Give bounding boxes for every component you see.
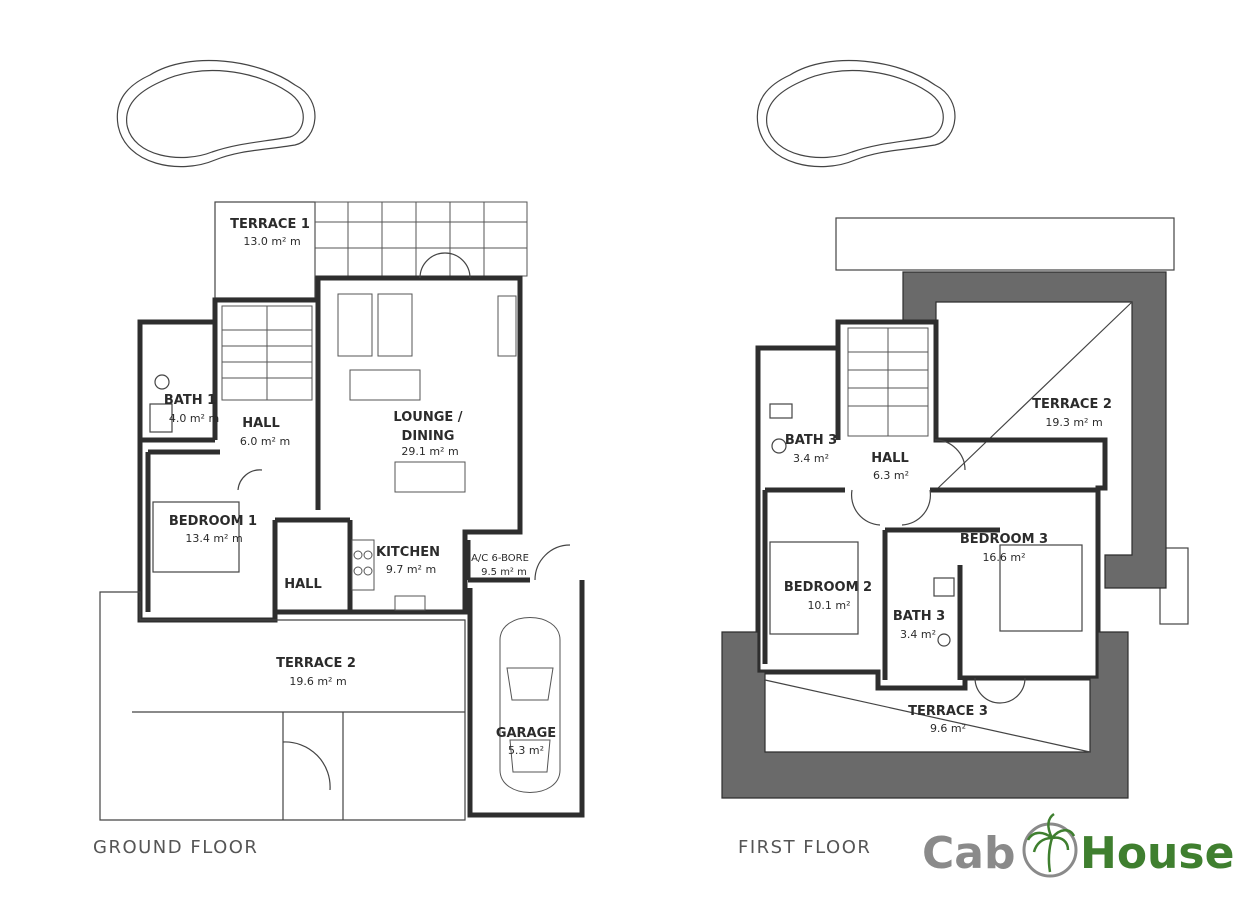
- ff-hall-label: HALL: [871, 451, 909, 466]
- gf-dining-label: DINING: [402, 429, 455, 444]
- ff-terrace-2-label: TERRACE 2: [1032, 397, 1112, 412]
- gf-garage-area: 5.3 m²: [508, 744, 544, 757]
- gf-terrace-1-label: TERRACE 1: [230, 217, 310, 232]
- ff-terrace-3-label: TERRACE 3: [908, 704, 988, 719]
- logo-house-text: House: [1080, 828, 1234, 879]
- first-floor-plan: [721, 59, 1189, 799]
- lounge-furniture: [337, 293, 517, 493]
- pool: [756, 59, 956, 168]
- car: [499, 617, 561, 793]
- ff-bedroom-2-label: BEDROOM 2: [784, 580, 872, 595]
- ff-bath-3b-area: 3.4 m²: [900, 628, 936, 641]
- gf-bedroom-1-label: BEDROOM 1: [169, 514, 257, 529]
- ff-bath-3b-label: BATH 3: [893, 609, 945, 624]
- gf-terrace-1-area: 13.0 m² m: [243, 235, 300, 248]
- gf-bath-1-area: 4.0 m² m: [169, 412, 219, 425]
- garage-walls: [467, 580, 585, 818]
- gf-lounge-label: LOUNGE /: [393, 410, 462, 425]
- gf-lounge-area: 29.1 m² m: [401, 445, 458, 458]
- first-floor-title: FIRST FLOOR: [738, 837, 871, 858]
- ff-terrace-3-area: 9.6 m²: [930, 722, 966, 735]
- ff-bedroom-3-area: 16.6 m²: [982, 551, 1025, 564]
- tiled-terrace: [314, 201, 528, 277]
- gf-bath-1-label: BATH 1: [164, 393, 216, 408]
- gf-ac-label: A/C 6-BORE: [471, 553, 529, 564]
- terrace-3-frame: [721, 631, 1129, 799]
- ff-bath-3-area: 3.4 m²: [793, 452, 829, 465]
- gf-terrace-2-area: 19.6 m² m: [289, 675, 346, 688]
- ff-terrace-2-area: 19.3 m² m: [1045, 416, 1102, 429]
- gf-hall-2-label: HALL: [284, 577, 322, 592]
- gf-bedroom-1-area: 13.4 m² m: [185, 532, 242, 545]
- ground-exterior-walls: [137, 275, 523, 623]
- gf-kitchen-label: KITCHEN: [376, 545, 440, 560]
- ground-floor-title: GROUND FLOOR: [93, 837, 258, 858]
- gf-ac-area: 9.5 m² m: [481, 567, 527, 578]
- ff-bedroom-3-label: BEDROOM 3: [960, 532, 1048, 547]
- cabhouse-logo: Cab House: [922, 812, 1234, 879]
- gf-terrace-2-label: TERRACE 2: [276, 656, 356, 671]
- pool: [116, 59, 316, 168]
- gf-garage-label: GARAGE: [496, 726, 556, 741]
- gf-hall-label: HALL: [242, 416, 280, 431]
- first-stairs: [847, 327, 929, 437]
- palm-tree-icon: [1022, 812, 1078, 878]
- logo-cab-text: Cab: [922, 828, 1015, 879]
- gf-hall-area: 6.0 m² m: [240, 435, 290, 448]
- ground-stairs: [221, 305, 313, 401]
- ff-hall-area: 6.3 m²: [873, 469, 909, 482]
- gf-kitchen-area: 9.7 m² m: [386, 563, 436, 576]
- terrace-2-area: [99, 591, 466, 821]
- ground-floor-plan: [99, 59, 585, 821]
- ff-bath-3-label: BATH 3: [785, 433, 837, 448]
- ff-bedroom-2-area: 10.1 m²: [807, 599, 850, 612]
